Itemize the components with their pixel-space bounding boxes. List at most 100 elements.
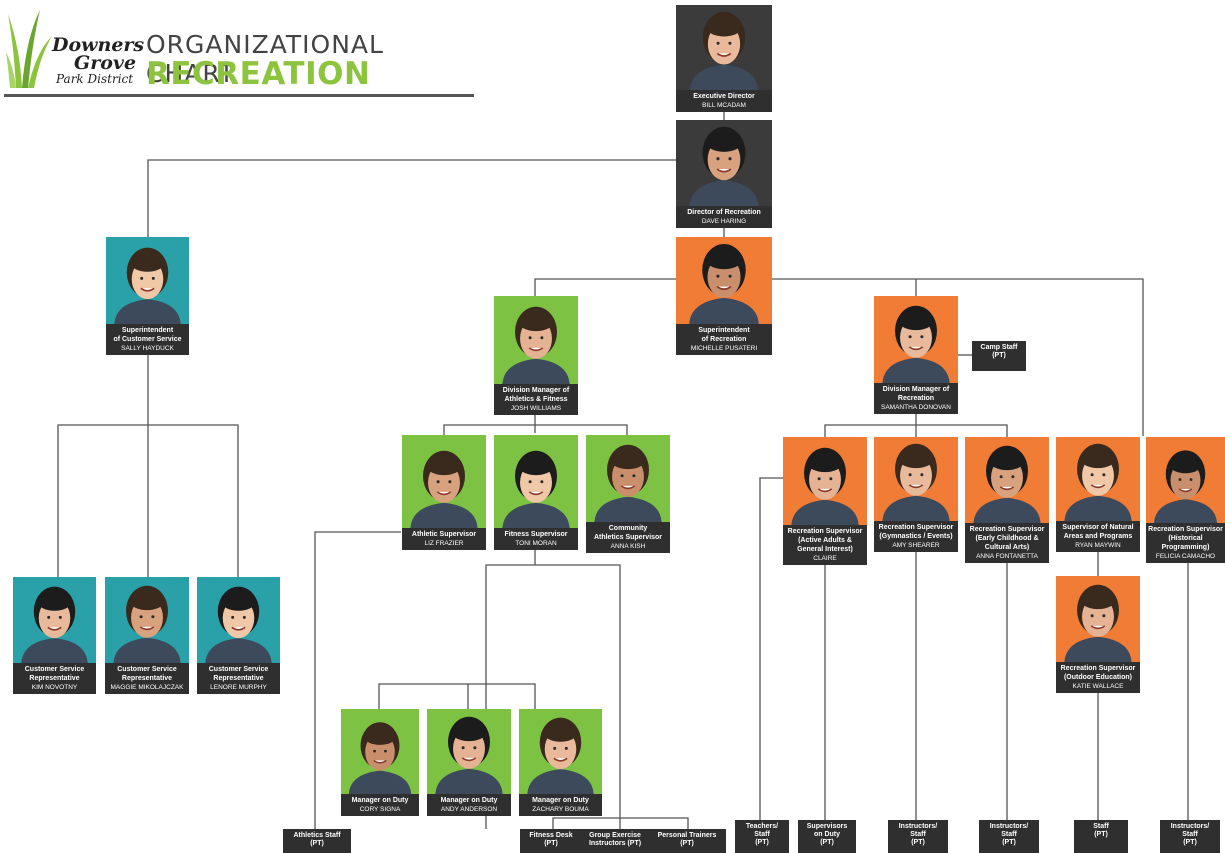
portrait-photo xyxy=(676,237,772,324)
person-card-anna-fontanetta: Recreation Supervisor (Early Childhood &… xyxy=(965,437,1049,563)
person-title: Fitness Supervisor xyxy=(504,531,568,538)
person-silhouette-icon xyxy=(114,247,181,324)
person-title: Recreation Supervisor (Gymnastics / Even… xyxy=(878,524,954,540)
portrait-photo xyxy=(1146,437,1225,523)
person-silhouette-icon xyxy=(689,243,759,324)
portrait-photo xyxy=(1056,576,1140,662)
chart-title: ORGANIZATIONAL CHART xyxy=(146,30,384,88)
person-title: Customer Service Representative xyxy=(117,666,177,682)
person-silhouette-icon xyxy=(113,585,181,663)
staff-box-instructors-2: Instructors/ Staff (PT) xyxy=(979,820,1039,853)
portrait-photo xyxy=(874,296,958,383)
person-card-felicia: Recreation Supervisor (Historical Progra… xyxy=(1146,437,1225,563)
portrait-photo xyxy=(427,709,511,794)
person-silhouette-icon xyxy=(502,306,570,384)
person-name: KIM NOVOTNY xyxy=(31,684,78,691)
logo-word-grove: Grove xyxy=(74,52,137,74)
staff-box-athletics: Athletics Staff (PT) xyxy=(283,829,351,853)
logo-word-park-district: Park District xyxy=(56,72,134,86)
person-silhouette-icon xyxy=(205,586,272,663)
person-title: Director of Recreation xyxy=(687,209,761,216)
person-name: MICHELLE PUSATERI xyxy=(690,345,758,352)
grass-logo-mark xyxy=(6,10,52,88)
portrait-photo xyxy=(874,437,958,521)
person-silhouette-icon xyxy=(1064,584,1132,662)
staff-box-instructors-3: Instructors/ Staff (PT) xyxy=(1160,820,1220,853)
portrait-photo xyxy=(783,437,867,525)
person-silhouette-icon xyxy=(410,450,478,528)
person-silhouette-icon xyxy=(690,11,758,90)
portrait-photo xyxy=(402,435,486,528)
person-name: SAMANTHA DONOVAN xyxy=(881,404,951,411)
person-name: ANNA KISH xyxy=(610,543,646,550)
person-silhouette-icon xyxy=(882,443,950,521)
person-title: Executive Director xyxy=(693,93,755,100)
person-title: Customer Service Representative xyxy=(24,666,85,682)
person-silhouette-icon xyxy=(791,447,859,525)
person-title: Recreation Supervisor (Early Childhood &… xyxy=(969,526,1045,551)
person-name: CLAIRE xyxy=(813,555,837,562)
portrait-photo xyxy=(106,237,189,324)
portrait-photo xyxy=(494,435,578,528)
park-district-logo: Downers Grove Park District ORGANIZATION… xyxy=(4,8,474,97)
portrait-photo xyxy=(965,437,1049,523)
person-silhouette-icon xyxy=(689,126,759,206)
person-card-ryan: Supervisor of Natural Areas and Programs… xyxy=(1056,437,1140,552)
person-silhouette-icon xyxy=(527,717,594,794)
person-title: Division Manager of Athletics & Fitness xyxy=(502,387,570,403)
person-name: ZACHARY BOUMA xyxy=(532,806,589,813)
person-card-claire: Recreation Supervisor (Active Adults & G… xyxy=(783,437,867,565)
portrait-photo xyxy=(494,296,578,384)
portrait-photo xyxy=(1056,437,1140,521)
header-divider xyxy=(4,94,474,97)
logo-word-downers: Downers xyxy=(52,34,145,56)
person-title: Athletic Supervisor xyxy=(411,531,477,538)
person-title: Superintendent of Customer Service xyxy=(113,327,182,343)
person-title: Recreation Supervisor (Outdoor Education… xyxy=(1060,665,1136,681)
staff-box-fitness-desk: Fitness Desk (PT) xyxy=(520,829,582,853)
person-name: CORY SIGNA xyxy=(359,806,401,813)
person-name: DAVE HARING xyxy=(701,218,747,225)
portrait-photo xyxy=(341,709,419,794)
portrait-photo xyxy=(519,709,602,794)
staff-box-group-exercise: Group Exercise Instructors (PT) xyxy=(580,829,650,853)
person-silhouette-icon xyxy=(1064,443,1132,521)
person-silhouette-icon xyxy=(594,444,662,522)
person-title: Recreation Supervisor (Active Adults & G… xyxy=(787,528,863,553)
person-name: KATIE WALLACE xyxy=(1072,683,1124,690)
person-name: MAGGIE MIKOLAJCZAK xyxy=(110,684,184,691)
person-title: Supervisor of Natural Areas and Programs xyxy=(1062,524,1134,540)
person-card-amy: Recreation Supervisor (Gymnastics / Even… xyxy=(874,437,958,552)
person-title: Superintendent of Recreation xyxy=(698,327,750,343)
person-title: Recreation Supervisor (Historical Progra… xyxy=(1148,526,1223,551)
person-title: Manager on Duty xyxy=(440,797,498,804)
person-name: BILL McADAM xyxy=(702,102,746,109)
person-title: Division Manager of Recreation xyxy=(882,386,950,402)
portrait-photo xyxy=(197,577,280,663)
staff-box-camp: Camp Staff (PT) xyxy=(972,341,1026,371)
person-silhouette-icon xyxy=(973,445,1041,523)
portrait-photo xyxy=(13,577,96,663)
staff-box-supervisors: Supervisors on Duty (PT) xyxy=(798,820,856,853)
person-name: AMY SHEARER xyxy=(892,542,940,549)
staff-box-personal-trainers: Personal Trainers (PT) xyxy=(648,829,726,853)
person-name: JOSH WILLIAMS xyxy=(510,405,562,412)
staff-box-staff: Staff (PT) xyxy=(1074,820,1128,853)
person-silhouette-icon xyxy=(1153,450,1218,523)
person-name: ANNA FONTANETTA xyxy=(976,553,1038,560)
person-silhouette-icon xyxy=(435,716,503,794)
portrait-photo xyxy=(676,5,772,90)
person-silhouette-icon xyxy=(348,722,412,794)
